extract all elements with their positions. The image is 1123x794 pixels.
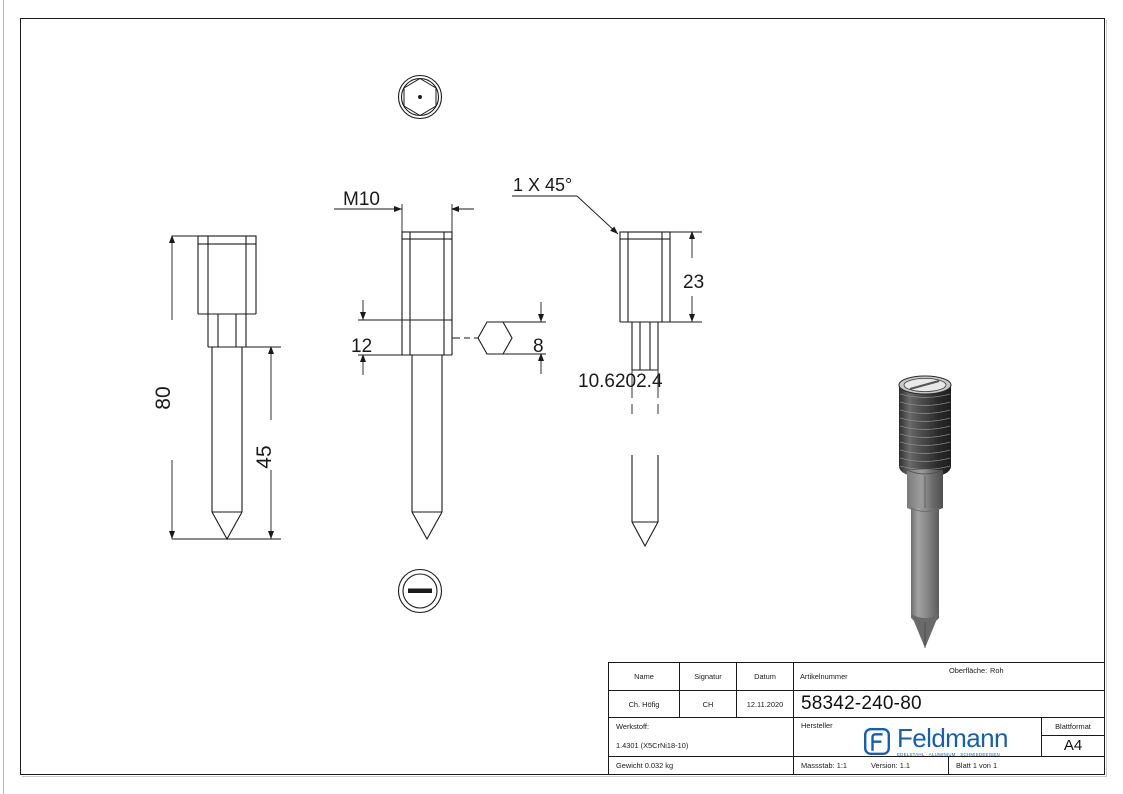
header-date-cell: Datum — [737, 663, 794, 691]
version-value: Version: 1.1 — [871, 761, 911, 770]
chamfer-leader — [512, 195, 619, 235]
chamfer-view-geometry — [619, 231, 671, 548]
bottom-view-geometry — [397, 568, 443, 614]
article-number-cell: 58342-240-80 — [794, 691, 1104, 718]
dimension-80-label: 80 — [152, 386, 175, 409]
header-signature-cell: Signatur — [680, 663, 737, 691]
dimension-chamfer-label: 1 X 45° — [513, 175, 572, 195]
dimension-45-label: 45 — [253, 445, 276, 468]
surface-value: Roh — [990, 666, 1004, 675]
dimension-12 — [358, 300, 402, 375]
value-signature-cell: CH — [680, 691, 737, 718]
title-block-middle-row: Werkstoff: 1.4301 (X5CrNi18-10) Herstell… — [609, 718, 1104, 757]
feldmann-tagline: EDELSTAHL · ALUMINIUM · SCHMIEDEEISEN — [897, 752, 1000, 757]
top-view-geometry — [397, 74, 443, 120]
manufacturer-cell: Hersteller Feldmann EDELSTAHL · ALUMINIU… — [794, 718, 1042, 757]
material-label: Werkstoff: — [616, 722, 649, 731]
sheet-format-value: A4 — [1063, 737, 1083, 755]
dimension-8-label: 8 — [533, 336, 544, 357]
title-block: Name Signatur Datum Artikelnummer Oberfl… — [608, 662, 1105, 775]
dimension-12-label: 12 — [351, 336, 372, 357]
dimension-m10-label: M10 — [343, 189, 380, 210]
material-value: 1.4301 (X5CrNi18-10) — [616, 741, 689, 750]
sheet-format-value-cell: A4 — [1042, 736, 1104, 756]
page-edge-line — [3, 0, 4, 794]
author-signature: CH — [702, 699, 714, 709]
scale-value: Massstab: 1:1 — [801, 761, 848, 770]
sheet-number-cell: Blatt 1 von 1 — [949, 757, 1104, 774]
header-date-label: Datum — [754, 672, 776, 681]
feldmann-logo: Feldmann EDELSTAHL · ALUMINIUM · SCHMIED… — [864, 723, 1008, 757]
header-name-label: Name — [634, 672, 654, 681]
dimension-m10 — [334, 204, 474, 244]
weight-value: Gewicht 0.032 kg — [616, 761, 674, 770]
dimension-45 — [242, 346, 281, 540]
material-cell: Werkstoff: 1.4301 (X5CrNi18-10) — [609, 718, 794, 757]
manufacturer-label: Hersteller — [801, 721, 833, 730]
value-name-cell: Ch. Höfig — [609, 691, 680, 718]
dimension-23-label: 23 — [683, 272, 704, 293]
value-date-cell: 12.11.2020 — [737, 691, 794, 718]
scale-version-cell: Massstab: 1:1 Version: 1.1 — [794, 757, 949, 774]
feldmann-wordmark: Feldmann — [897, 723, 1008, 753]
title-block-header-row: Name Signatur Datum Artikelnummer Oberfl… — [609, 663, 1104, 691]
drawing-date: 12.11.2020 — [746, 699, 784, 709]
article-number-value: 58342-240-80 — [801, 693, 922, 714]
dimension-80 — [169, 235, 256, 540]
sheet-format-label-cell: Blattformat — [1042, 718, 1104, 736]
title-block-footer-row: Gewicht 0.032 kg Massstab: 1:1 Version: … — [609, 757, 1104, 774]
weight-cell: Gewicht 0.032 kg — [609, 757, 794, 774]
dimension-23 — [670, 231, 702, 323]
front-view-left-geometry — [197, 235, 257, 541]
header-signature-label: Signatur — [694, 672, 722, 681]
article-number-label: Artikelnummer — [800, 672, 848, 681]
feldmann-f-mark-icon — [864, 727, 890, 755]
hexagon-detail — [452, 321, 513, 355]
isometric-render-geometry — [898, 375, 952, 648]
author-name: Ch. Höfig — [628, 699, 660, 709]
dimension-8 — [503, 302, 546, 374]
title-block-values-row: Ch. Höfig CH 12.11.2020 58342-240-80 — [609, 691, 1104, 718]
header-name-cell: Name — [609, 663, 680, 691]
threaded-view-geometry — [401, 231, 453, 541]
drawing-frame-border — [20, 18, 1105, 775]
frame-shadow — [22, 20, 1107, 777]
sheet-format-cell: Blattformat A4 — [1042, 718, 1104, 757]
sheet-number-value: Blatt 1 von 1 — [956, 761, 998, 770]
article-label-cell: Artikelnummer Oberfläche: Roh — [794, 663, 1104, 691]
sheet-format-label: Blattformat — [1055, 721, 1091, 731]
surface-label: Oberfläche: — [949, 666, 988, 675]
dimension-diameters-label: 10.6202.4 — [578, 371, 663, 392]
diameter-extension-lines — [631, 370, 659, 414]
